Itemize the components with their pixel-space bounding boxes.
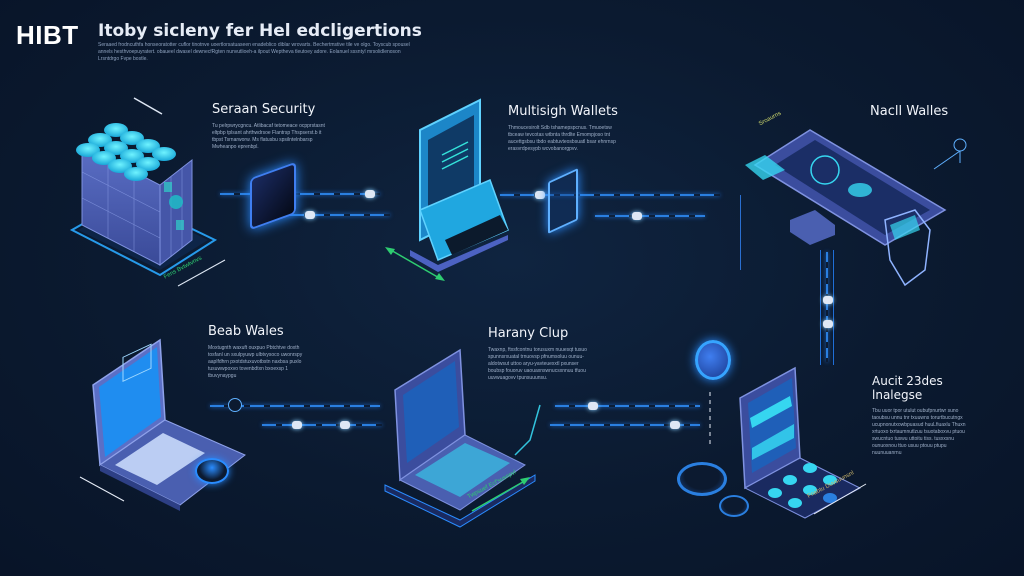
- puck-large-icon: [677, 462, 727, 496]
- card-hardware-wallets: Sroaurns Nacll Walles: [720, 90, 1020, 290]
- flow-node: [632, 212, 642, 220]
- card-description: Tbu uuor tpor utulut oubufpnurtwr suno t…: [872, 408, 966, 456]
- card-description: Tu pelrpwrycgncu. Atlibacaf tetomeace oc…: [212, 123, 325, 150]
- laptop-icon: [92, 338, 246, 511]
- coin-icon: [695, 340, 731, 380]
- brand-logo: HIBT: [16, 20, 79, 50]
- card-description: Twaxnp, ftxsfcontnu torusuxm nuuesqt tus…: [488, 347, 587, 381]
- page-title: Itoby sicleny fer Hel edcligertions: [98, 21, 422, 41]
- card-web-wallets: Beab Wales Moxtugnth waxuft ouxpuo Pbtch…: [60, 320, 380, 520]
- phone-keypad-icon: [739, 366, 862, 519]
- connector-line: [595, 215, 705, 217]
- connector-line: [555, 405, 700, 407]
- card-server-security: Fens Bvtwtvnvs Seraan Security Tu pelrpw…: [50, 90, 370, 300]
- connector-frame: [820, 250, 834, 365]
- card-title: Aucit 23des lnalegse: [872, 374, 943, 402]
- card-title: Seraan Security: [212, 102, 316, 117]
- puck-small-icon: [719, 495, 749, 517]
- check-circle-icon: [933, 138, 967, 170]
- glow-arrow-icon: [514, 404, 541, 456]
- card-hardware-cup: Twpsuef Ecf'susnpvl Harany Clup Twaxnp, …: [370, 320, 690, 528]
- card-title: Harany Clup: [488, 326, 569, 341]
- flow-node: [340, 421, 350, 429]
- web-node-icon: [228, 398, 242, 412]
- flow-node: [292, 421, 302, 429]
- arrow-green-icon: [385, 247, 445, 281]
- flow-node: [535, 191, 545, 199]
- connector-line: [210, 405, 380, 407]
- connector-line: [500, 194, 720, 196]
- card-title: Nacll Walles: [870, 104, 949, 119]
- flow-node: [588, 402, 598, 410]
- server-cube-icon: [69, 97, 226, 287]
- connector-bracket: [740, 195, 741, 270]
- card-description: Thmoucesirolt Sdb tshamepspcnus. Tmuoets…: [508, 125, 616, 152]
- card-title: Beab Wales: [208, 324, 284, 339]
- card-title: Multisigh Wallets: [508, 104, 618, 119]
- flow-node: [823, 296, 833, 304]
- flow-node: [305, 211, 315, 219]
- connector-line: [262, 424, 382, 426]
- card-multisig-wallets: Multisigh Wallets Thmoucesirolt Sdb tsha…: [380, 90, 700, 290]
- connector-line-vertical: [826, 252, 828, 362]
- card-audit-exchange: Fnabtu Duvsuunsnl Aucit 23des lnalegse T…: [675, 330, 1020, 530]
- connector-line: [550, 424, 700, 426]
- laptop-keyboard-icon: [384, 348, 536, 528]
- arrow-white-icon: [813, 483, 867, 515]
- arrow-green-icon: [471, 477, 530, 512]
- card-description: Moxtugnth waxuft ouxpuo Pbtchtve doxth t…: [208, 345, 303, 379]
- speaker-puck-icon: [195, 458, 229, 484]
- arrow-white-icon: [79, 476, 125, 502]
- page-subtitle: Seraaed frodncuthfa honseoratotter cuflo…: [98, 42, 410, 62]
- hardware-wallet-icon: [745, 129, 947, 287]
- connector-line: [270, 214, 390, 216]
- connector-line: [220, 193, 380, 195]
- flow-node: [670, 421, 680, 429]
- vertical-arrows-icon: [709, 392, 711, 448]
- laptop-wallet-icon: [410, 98, 509, 272]
- flow-node: [365, 190, 375, 198]
- flow-node: [823, 320, 833, 328]
